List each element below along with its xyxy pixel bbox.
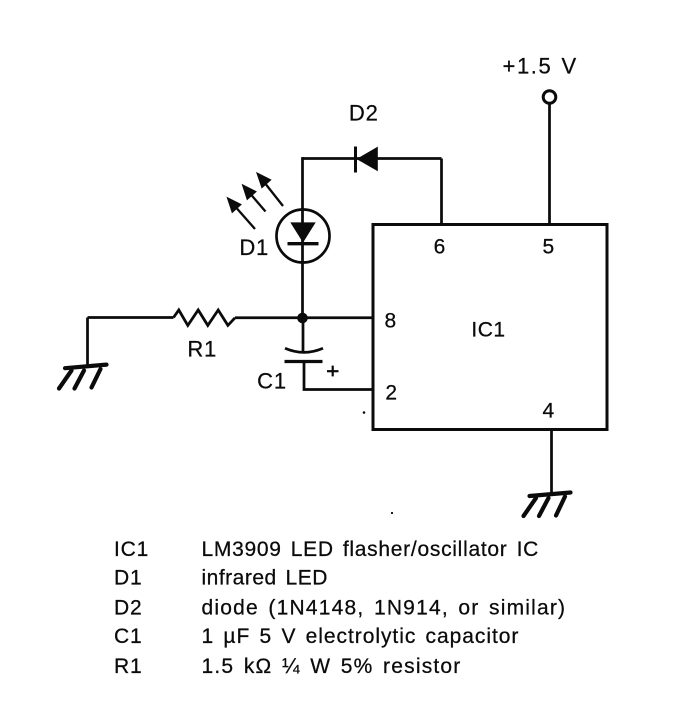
svg-text:+1.5 V: +1.5 V (503, 54, 578, 79)
svg-text:8: 8 (384, 310, 396, 333)
svg-text:C1: C1 (114, 625, 142, 648)
svg-text:C1: C1 (257, 369, 287, 394)
svg-text:4: 4 (542, 400, 554, 423)
svg-text:R1: R1 (114, 655, 142, 678)
svg-text:6: 6 (434, 236, 446, 259)
svg-text:D2: D2 (114, 597, 142, 620)
svg-text:D2: D2 (349, 101, 379, 126)
svg-text:IC1: IC1 (114, 538, 149, 561)
svg-text:IC1: IC1 (471, 318, 505, 341)
svg-text:R1: R1 (187, 337, 217, 362)
svg-text:infrared LED: infrared LED (202, 567, 328, 590)
svg-text:5: 5 (542, 236, 554, 259)
svg-text:D1: D1 (114, 567, 142, 590)
svg-text:2: 2 (385, 382, 397, 405)
svg-text:LM3909 LED flasher/oscillator: LM3909 LED flasher/oscillator IC (202, 538, 540, 561)
svg-text:1.5 kΩ ¼ W 5% resistor: 1.5 kΩ ¼ W 5% resistor (202, 655, 462, 678)
svg-text:D1: D1 (239, 235, 269, 260)
svg-text:diode (1N4148, 1N914, or simil: diode (1N4148, 1N914, or similar) (202, 597, 567, 620)
svg-text:1 µF 5 V electrolytic capacito: 1 µF 5 V electrolytic capacitor (202, 625, 520, 648)
